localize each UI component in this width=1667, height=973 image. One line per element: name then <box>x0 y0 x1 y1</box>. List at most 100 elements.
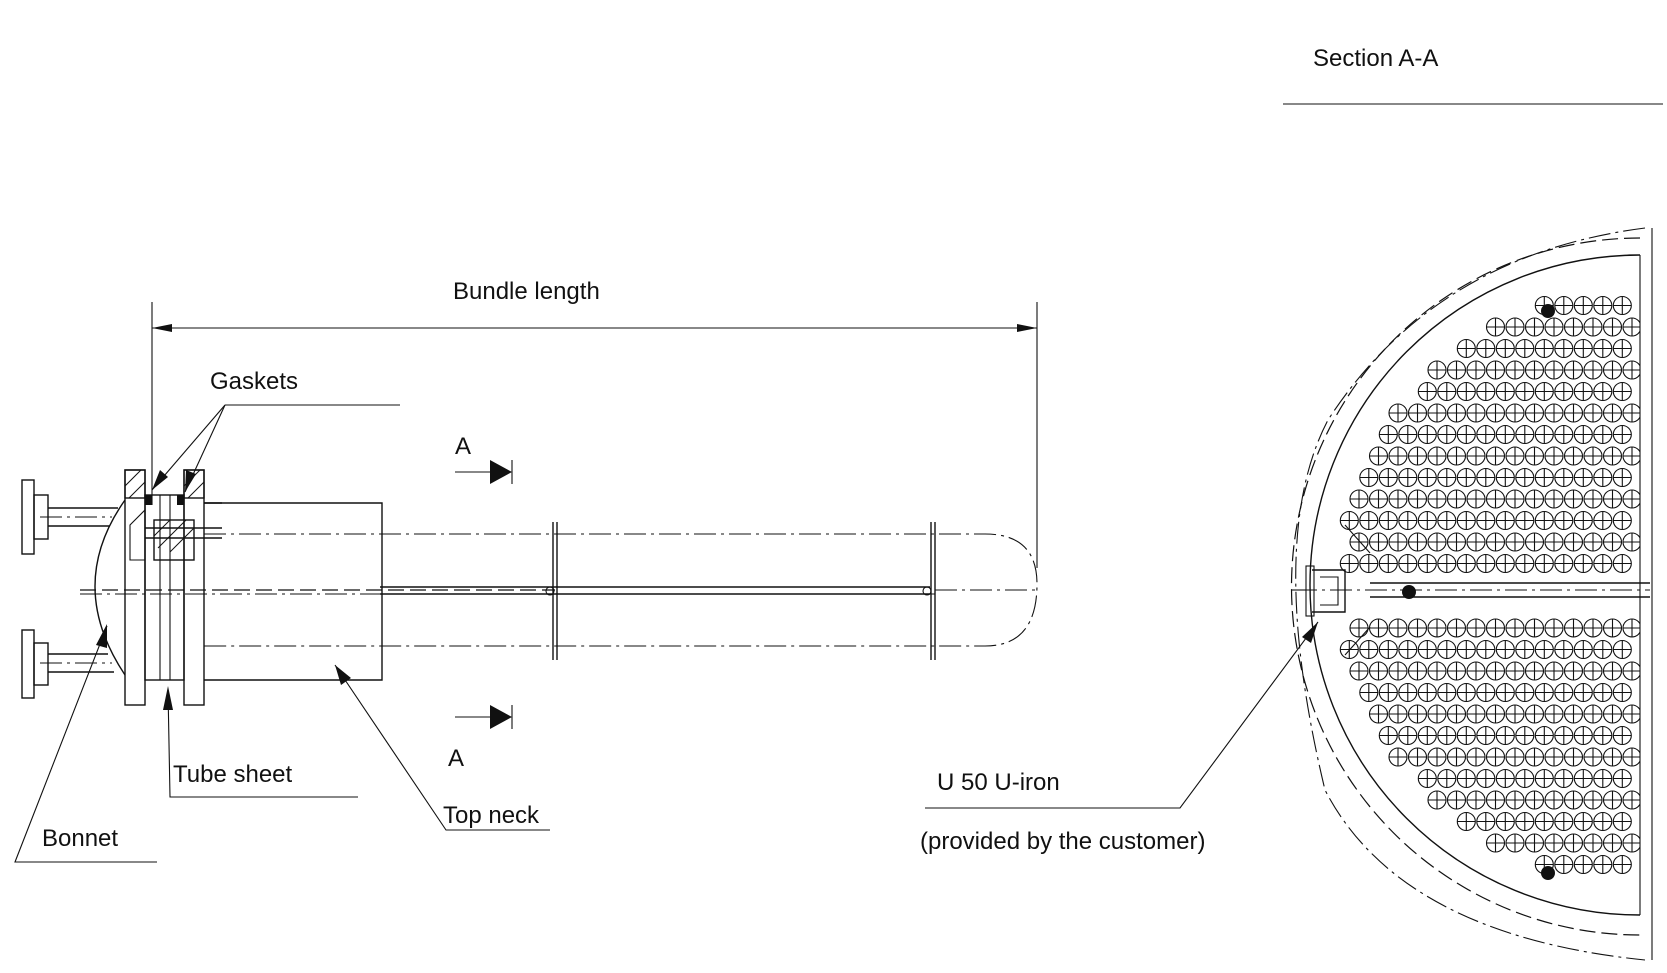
tube-hole <box>1417 768 1437 789</box>
tube-hole <box>1485 532 1506 552</box>
tube-hole <box>1573 768 1593 789</box>
tube-hole <box>1612 639 1632 660</box>
tube-hole <box>1427 360 1447 380</box>
tube-hole <box>1544 618 1564 638</box>
section-arrow-bottom <box>455 705 513 729</box>
tube-hole <box>1388 704 1408 724</box>
tube-hole <box>1622 833 1640 853</box>
tube-hole <box>1593 725 1613 746</box>
tube-hole <box>1466 661 1486 681</box>
tube-hole <box>1359 682 1379 703</box>
tube-hole <box>1583 403 1603 423</box>
tube-hole <box>1515 639 1535 660</box>
tube-hole <box>1622 661 1640 681</box>
tube-hole <box>1437 424 1457 445</box>
tube-hole <box>1573 811 1593 832</box>
tube-hole <box>1622 489 1640 509</box>
tube-hole <box>1485 833 1506 853</box>
tube-hole <box>1485 489 1506 509</box>
tube-hole <box>1573 553 1593 574</box>
tube-hole <box>1602 489 1623 509</box>
section-title: Section A-A <box>1313 45 1438 72</box>
tube-hole <box>1583 833 1603 853</box>
tube-hole <box>1378 725 1398 746</box>
tube-hole <box>1417 553 1437 574</box>
tube-hole <box>1437 768 1457 789</box>
tube-hole <box>1456 553 1476 574</box>
tube-hole <box>1583 360 1603 380</box>
tube-hole <box>1534 510 1554 531</box>
tube-hole <box>1407 618 1428 638</box>
tube-hole <box>1505 833 1525 853</box>
tube-hole <box>1407 661 1428 681</box>
tube-hole <box>1388 446 1408 466</box>
tube-hole <box>1466 446 1486 466</box>
support-rod <box>1541 866 1555 880</box>
tube-hole <box>1446 747 1467 767</box>
tube-hole <box>1417 639 1437 660</box>
tube-hole <box>1495 639 1515 660</box>
tube-hole <box>1368 532 1389 552</box>
tube-hole <box>1554 682 1574 703</box>
tube-hole <box>1612 854 1632 875</box>
tube-hole <box>1593 467 1613 488</box>
tube-hole <box>1622 618 1640 638</box>
tube-hole <box>1534 424 1554 445</box>
tube-hole <box>1505 704 1525 724</box>
tube-hole <box>1495 811 1515 832</box>
tube-hole <box>1466 360 1486 380</box>
tube-hole <box>1476 639 1496 660</box>
tube-hole <box>1427 661 1447 681</box>
side-view <box>14 302 1038 863</box>
tube-hole <box>1466 747 1486 767</box>
tube-hole <box>1466 403 1486 423</box>
top-neck-shell <box>204 502 383 681</box>
tube-hole <box>1437 381 1457 402</box>
tube-hole <box>1622 403 1640 423</box>
tube-hole <box>1534 381 1554 402</box>
tube-hole <box>1515 553 1535 574</box>
tube-hole <box>1602 360 1623 380</box>
tube-pattern <box>1339 295 1640 875</box>
tube-hole <box>1593 811 1613 832</box>
tube-hole <box>1524 446 1545 466</box>
tube-hole <box>1456 338 1476 359</box>
tube-hole <box>1554 553 1574 574</box>
tube-hole <box>1378 682 1398 703</box>
tube-hole <box>1378 467 1398 488</box>
tube-hole <box>1612 811 1632 832</box>
tube-hole <box>1495 381 1515 402</box>
tube-hole <box>1534 467 1554 488</box>
tube-hole <box>1593 338 1613 359</box>
tube-hole <box>1612 338 1632 359</box>
tube-hole <box>1583 317 1603 337</box>
tube-hole <box>1612 682 1632 703</box>
tube-hole <box>1612 381 1632 402</box>
tube-hole <box>1544 790 1564 810</box>
tube-hole <box>1583 446 1603 466</box>
tube-hole <box>1622 704 1640 724</box>
tube-hole <box>1495 553 1515 574</box>
tube-hole <box>1563 403 1584 423</box>
tube-hole <box>1515 725 1535 746</box>
tube-hole <box>1573 510 1593 531</box>
tube-hole <box>1612 510 1632 531</box>
tube-hole <box>1544 704 1564 724</box>
tube-hole <box>1524 489 1545 509</box>
tube-hole <box>1495 725 1515 746</box>
tube-hole <box>1476 768 1496 789</box>
tube-hole <box>1505 360 1525 380</box>
tube-hole <box>1368 704 1389 724</box>
tube-hole <box>1573 682 1593 703</box>
tube-hole <box>1427 618 1447 638</box>
tube-hole <box>1456 768 1476 789</box>
nozzle-top <box>21 479 118 555</box>
tube-hole <box>1378 424 1398 445</box>
gaskets-leader <box>151 404 400 493</box>
tube-hole <box>1495 768 1515 789</box>
flange-assembly <box>124 469 222 706</box>
nozzle-bottom <box>21 629 114 699</box>
top-neck-leader <box>334 664 550 831</box>
tube-hole <box>1437 639 1457 660</box>
